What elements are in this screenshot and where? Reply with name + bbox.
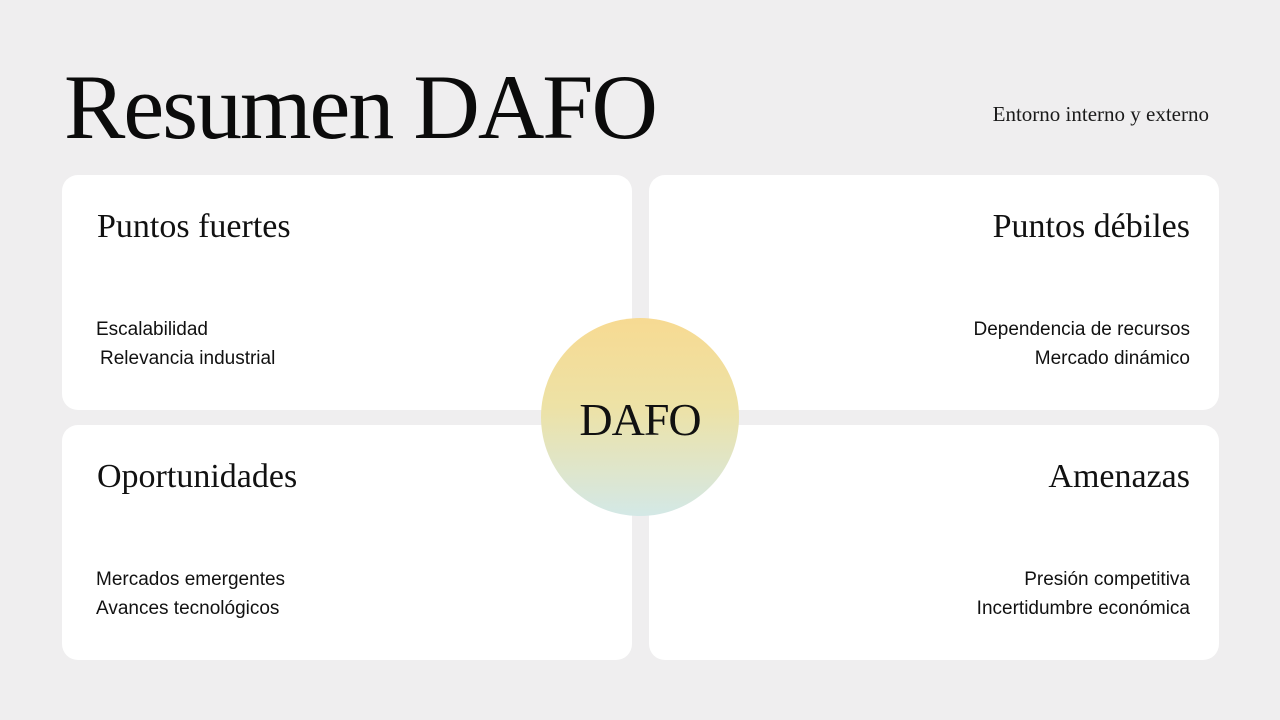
threats-title: Amenazas <box>1048 458 1190 495</box>
page-subtitle: Entorno interno y externo <box>992 102 1209 126</box>
threats-card: Amenazas Presión competitiva Incertidumb… <box>649 425 1219 660</box>
list-item: Avances tecnológicos <box>96 598 280 619</box>
list-item: Mercado dinámico <box>1034 348 1190 369</box>
list-item: Dependencia de recursos <box>973 319 1190 340</box>
list-item: Incertidumbre económica <box>976 598 1190 619</box>
center-circle-badge: DAFO <box>541 318 739 516</box>
list-item: Mercados emergentes <box>96 569 286 590</box>
weaknesses-title: Puntos débiles <box>992 208 1190 245</box>
weaknesses-card: Puntos débiles Dependencia de recursos M… <box>649 175 1219 410</box>
list-item: Relevancia industrial <box>100 348 276 369</box>
threats-list: Presión competitiva Incertidumbre económ… <box>977 565 1190 623</box>
opportunities-card: Oportunidades Mercados emergentes Avance… <box>62 425 632 660</box>
strengths-card: Puntos fuertes Escalabilidad Relevancia … <box>62 175 632 410</box>
page-title: Resumen DAFO <box>64 56 658 158</box>
strengths-list: Escalabilidad Relevancia industrial <box>96 315 275 373</box>
list-item: Presión competitiva <box>1024 569 1190 590</box>
list-item: Escalabilidad <box>96 319 208 340</box>
strengths-title: Puntos fuertes <box>97 208 291 245</box>
opportunities-title: Oportunidades <box>97 458 298 495</box>
weaknesses-list: Dependencia de recursos Mercado dinámico <box>973 315 1190 373</box>
center-label: DAFO <box>579 393 701 445</box>
opportunities-list: Mercados emergentes Avances tecnológicos <box>96 565 285 623</box>
